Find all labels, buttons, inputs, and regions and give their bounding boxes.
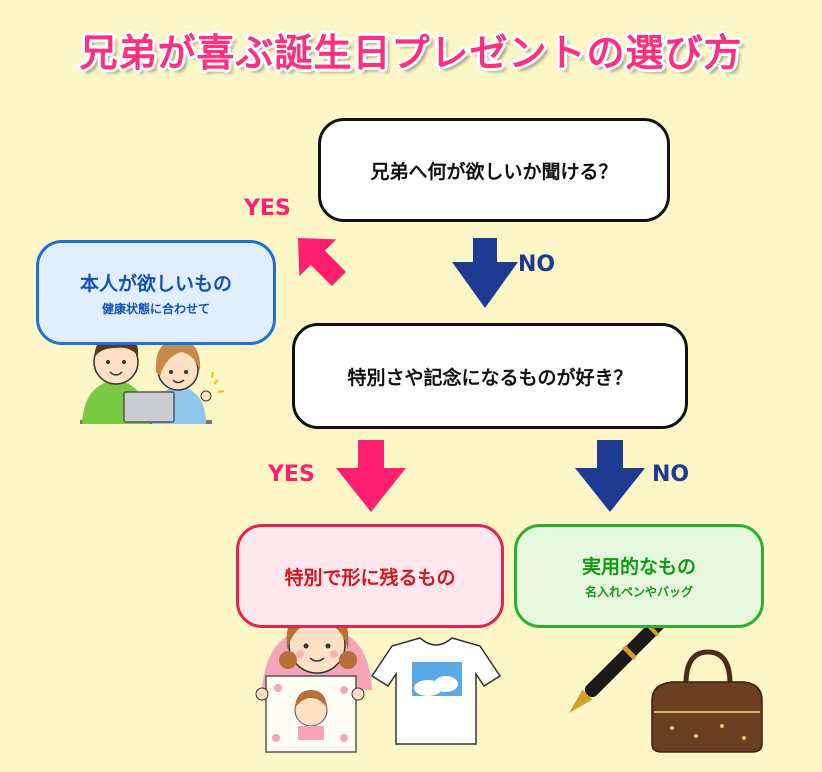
yes-label-1: YES xyxy=(244,196,291,221)
question-1-text: 兄弟へ何が欲しいか聞ける？ xyxy=(370,160,618,183)
question-2-text: 特別さや記念になるものが好き？ xyxy=(347,366,633,389)
yes-arrow-2 xyxy=(336,440,406,512)
result-practical-title: 実用的なもの xyxy=(581,556,696,578)
question-box-2: 特別さや記念になるものが好き？ xyxy=(292,323,688,429)
result-special-title: 特別で形に残るもの xyxy=(284,566,456,589)
result-wanted-subtitle: 健康状態に合わせて xyxy=(101,301,210,316)
no-arrow-2 xyxy=(575,440,645,512)
no-label-1: NO xyxy=(518,252,556,277)
result-box-wanted: 本人が欲しいもの 健康状態に合わせて xyxy=(36,240,276,345)
question-box-1: 兄弟へ何が欲しいか聞ける？ xyxy=(318,118,670,222)
result-box-special: 特別で形に残るもの xyxy=(236,524,504,628)
result-box-practical: 実用的なもの 名入れペンやバッグ xyxy=(514,524,764,628)
leather-bag-illustration xyxy=(651,649,763,753)
page-title: 兄弟が喜ぶ誕生日プレゼントの選び方 xyxy=(79,31,743,75)
no-arrow-1 xyxy=(452,238,518,308)
result-wanted-title: 本人が欲しいもの xyxy=(79,272,232,295)
tshirt-illustration xyxy=(370,637,502,745)
yes-label-2: YES xyxy=(268,462,315,487)
no-label-2: NO xyxy=(652,462,690,487)
siblings-laptop-illustration xyxy=(80,333,225,424)
result-practical-subtitle: 名入れペンやバッグ xyxy=(584,585,693,599)
yes-arrow-diagonal xyxy=(297,237,347,287)
